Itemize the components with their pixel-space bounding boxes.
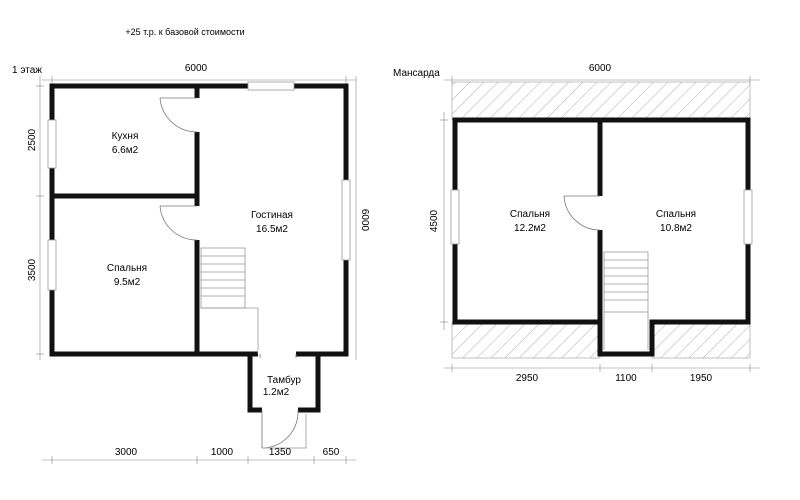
room-kitchen-name: Кухня (112, 131, 139, 142)
window (450, 189, 460, 245)
floor1-dim-bottom-4: 650 (323, 447, 340, 458)
attic-staircase (603, 251, 649, 350)
attic-dim-bottom-1: 2950 (516, 373, 539, 384)
floor1-dim-left-top: 2500 (27, 128, 38, 151)
floor1-dim-top: 6000 (185, 63, 208, 74)
room-attic-bedroom-right-area: 10.8м2 (660, 223, 692, 234)
room-vestibule-area: 1.2м2 (263, 387, 290, 398)
room-living-name: Гостиная (251, 210, 293, 221)
price-note: +25 т.р. к базовой стоимости (125, 27, 244, 37)
door-attic (563, 195, 601, 231)
room-living-area: 16.5м2 (256, 224, 288, 235)
room-attic-bedroom-right-name: Спальня (656, 209, 696, 220)
door-gap (596, 196, 604, 230)
room-bedroom-area: 9.5м2 (114, 277, 141, 288)
door-bedroom (159, 205, 198, 241)
attic-label: Мансарда (393, 68, 440, 79)
door-kitchen (159, 97, 198, 133)
window (47, 239, 57, 291)
floor1-label: 1 этаж (12, 65, 42, 76)
attic-dim-top: 6000 (589, 63, 612, 74)
room-attic-bedroom-left-area: 12.2м2 (514, 223, 546, 234)
window (341, 179, 351, 261)
staircase (200, 247, 259, 354)
door-gap (262, 406, 298, 414)
attic-plan: Мансарда 6000 4500 (393, 63, 760, 384)
window (743, 189, 753, 245)
floor1-plan: 1 этаж 6000 2500 3500 6000 (12, 63, 370, 464)
floor1-dim-bottom-2: 1000 (211, 447, 234, 458)
attic-hatch-bottom-right (651, 321, 751, 359)
floor1-dim-right: 6000 (359, 209, 370, 232)
attic-outer-walls (452, 117, 751, 357)
door-gap (258, 350, 296, 358)
floor1-dim-left-bottom: 3500 (27, 258, 38, 281)
window (247, 81, 295, 91)
room-bedroom-name: Спальня (107, 263, 147, 274)
door-entrance (261, 409, 299, 449)
room-kitchen-area: 6.6м2 (112, 145, 139, 156)
door-gap (193, 206, 201, 240)
room-attic-bedroom-left-name: Спальня (510, 209, 550, 220)
door-gap (193, 98, 201, 132)
floor1-dim-bottom-1: 3000 (115, 447, 138, 458)
porch (262, 414, 307, 449)
floor1-dim-bottom-3: 1350 (269, 447, 292, 458)
attic-hatch-top (451, 81, 751, 121)
attic-dim-bottom-3: 1950 (690, 373, 713, 384)
attic-dim-bottom-2: 1100 (615, 373, 637, 384)
window (47, 119, 57, 169)
attic-dim-left: 4500 (429, 209, 440, 232)
room-vestibule-name: Тамбур (267, 374, 301, 386)
door-vestibule (259, 354, 297, 358)
attic-hatch-bottom-left (451, 321, 601, 359)
